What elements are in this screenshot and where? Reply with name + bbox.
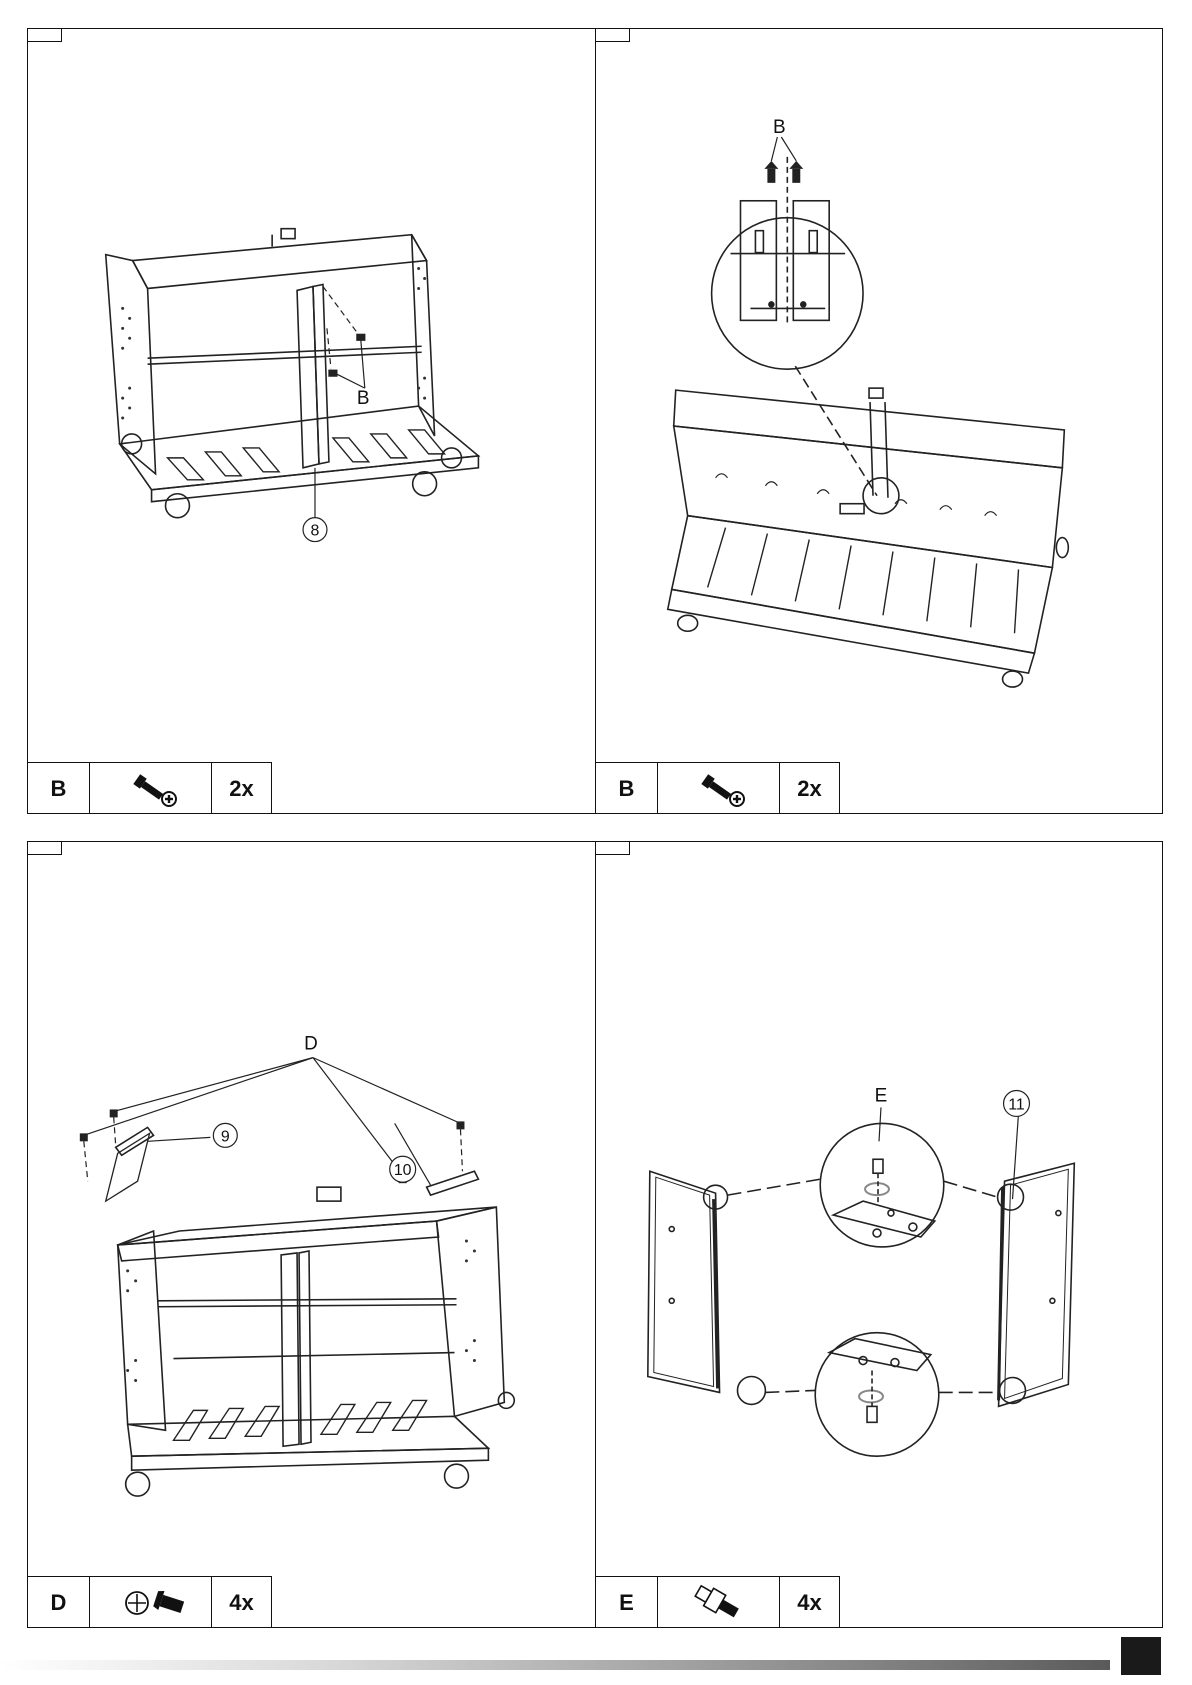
hardware-quantity: 4x [211, 1577, 271, 1628]
callout-e: E [875, 1085, 888, 1106]
assembly-illustration: B 8 [28, 29, 596, 813]
hardware-quantity: 2x [779, 763, 839, 814]
assembly-illustration: E 11 [596, 842, 1162, 1627]
screw-icon [89, 763, 211, 814]
hardware-table: E 4x [595, 1576, 840, 1628]
callout-b: B [773, 117, 786, 138]
page-number-box [1121, 1637, 1161, 1675]
callout-b: B [357, 388, 370, 409]
hardware-table: D 4x [27, 1576, 272, 1628]
hardware-letter: E [595, 1577, 657, 1628]
hardware-letter: D [27, 1577, 89, 1628]
callout-part-10: 10 [394, 1162, 412, 1179]
screw-icon [657, 763, 779, 814]
assembly-illustration: D 9 10 [28, 842, 596, 1627]
step-panel-3: D 9 10 D 4x [27, 841, 597, 1628]
bolt-icon [89, 1577, 211, 1628]
footer-gradient-bar [0, 1660, 1110, 1670]
step-panel-2: B B 2x [595, 28, 1163, 814]
hardware-letter: B [595, 763, 657, 814]
hardware-table: B 2x [27, 762, 272, 814]
hardware-table: B 2x [595, 762, 840, 814]
hardware-letter: B [27, 763, 89, 814]
hinge-pin-icon [657, 1577, 779, 1628]
screw-b-markers [323, 286, 365, 388]
hardware-quantity: 4x [779, 1577, 839, 1628]
hardware-quantity: 2x [211, 763, 271, 814]
callout-part-9: 9 [221, 1128, 230, 1145]
assembly-illustration: B [596, 29, 1162, 813]
step-panel-4: E 11 E 4x [595, 841, 1163, 1628]
callout-d: D [304, 1034, 318, 1055]
callout-part-8: 8 [311, 523, 320, 540]
step-panel-1: B 8 B 2x [27, 28, 597, 814]
callout-part-11: 11 [1008, 1096, 1025, 1113]
